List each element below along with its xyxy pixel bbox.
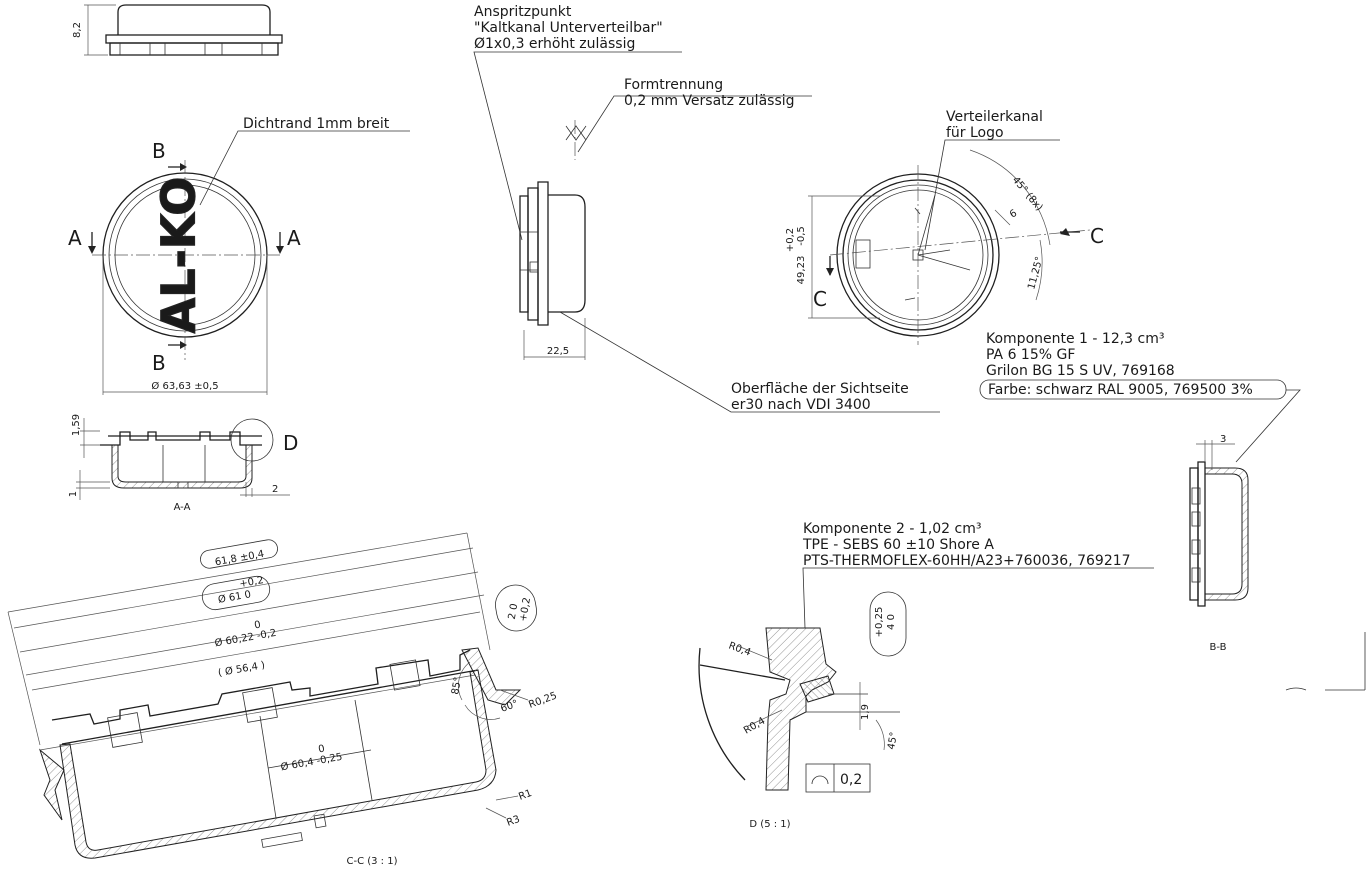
dim-profile-tol: 0,2: [840, 772, 862, 788]
dim-49-23: 49,23: [796, 256, 807, 285]
section-marker-c-left: C: [813, 287, 827, 311]
svg-text:Verteilerkanal: Verteilerkanal: [946, 109, 1043, 125]
detail-d: 1,9 45° +0,25 4 0 R0,4 R0,4 0,2 D (5 : 1…: [698, 567, 1154, 830]
svg-text:PA 6 15% GF: PA 6 15% GF: [986, 347, 1075, 363]
dim-61-8: 61,8 ±0,4: [214, 549, 265, 568]
svg-text:Farbe: schwarz RAL 9005, 76950: Farbe: schwarz RAL 9005, 769500 3%: [988, 382, 1253, 398]
dim-60-4: Ø 60,4 -0,25: [280, 751, 344, 774]
section-marker-c-right: C: [1090, 224, 1104, 248]
dim-r-3: R3: [505, 814, 521, 829]
view-label-c-c: C-C (3 : 1): [346, 856, 397, 867]
dim-61-main: Ø 61 0: [217, 588, 252, 606]
svg-text:er30 nach VDI 3400: er30 nach VDI 3400: [731, 397, 871, 413]
svg-text:Komponente 1 - 12,3 cm³: Komponente 1 - 12,3 cm³: [986, 331, 1164, 347]
dim-angle-85: 85°: [450, 676, 464, 695]
dim-2-main: 2 0: [507, 603, 521, 621]
dim-60-4-tol: 0: [317, 744, 325, 756]
dim-angle-11-25: 11,25°: [1026, 255, 1045, 290]
edge-fragment: [1285, 632, 1366, 691]
note-anspritzpunkt: Anspritzpunkt "Kaltkanal Unterverteilbar…: [474, 4, 663, 52]
dim-1: 1: [68, 491, 79, 497]
svg-text:0,2 mm Versatz zulässig: 0,2 mm Versatz zulässig: [624, 93, 795, 109]
middle-side-view: 22,5: [473, 51, 940, 413]
dim-r-0-4-b: R0,4: [742, 716, 767, 737]
dim-2-tol: +0,2: [518, 597, 533, 623]
section-marker-a-right: A: [287, 226, 301, 250]
svg-text:Ø1x0,3 erhöht zulässig: Ø1x0,3 erhöht zulässig: [474, 36, 635, 52]
dim-dia-63-63: Ø 63,63 ±0,5: [151, 380, 218, 392]
dim-60-22-tol: 0: [253, 620, 261, 632]
front-view: AL-KO Dichtrand 1mm breit B B A A Ø 63,6…: [68, 116, 410, 395]
section-a-a: D 1,59 1 2 A-A: [68, 414, 298, 513]
view-label-b-b: B-B: [1210, 642, 1227, 653]
top-side-view: 8,2: [72, 4, 283, 56]
dim-61-tol: +0,2: [239, 575, 265, 590]
svg-text:Anspritzpunkt: Anspritzpunkt: [474, 4, 572, 20]
dim-49-tol-minus: -0,5: [796, 226, 807, 246]
dim-56-4: ( Ø 56,4 ): [217, 659, 266, 679]
svg-text:PTS-THERMOFLEX-60HH/A23+760036: PTS-THERMOFLEX-60HH/A23+760036, 769217: [803, 553, 1131, 569]
section-marker-d: D: [283, 431, 298, 455]
dim-6: 6: [1008, 208, 1019, 221]
section-marker-a-left: A: [68, 226, 82, 250]
note-formtrennung: Formtrennung 0,2 mm Versatz zulässig: [624, 77, 795, 109]
note-verteilerkanal: Verteilerkanal für Logo: [946, 109, 1043, 141]
svg-text:Oberfläche der Sichtseite: Oberfläche der Sichtseite: [731, 381, 909, 397]
dim-angle-45-8x: 45° (8x): [1010, 175, 1045, 214]
svg-text:Formtrennung: Formtrennung: [624, 77, 723, 93]
dim-r-1: R1: [517, 788, 533, 803]
dim-4-tol: +0,25: [874, 607, 885, 638]
svg-text:TPE - SEBS 60 ±10 Shore A: TPE - SEBS 60 ±10 Shore A: [802, 537, 994, 553]
note-oberflaeche: Oberfläche der Sichtseite er30 nach VDI …: [731, 381, 909, 413]
logo-text: AL-KO: [152, 177, 206, 334]
dim-r-0-4-a: R0,4: [727, 640, 752, 658]
section-marker-b-bottom: B: [152, 351, 166, 375]
dim-angle-45-d: 45°: [886, 731, 900, 750]
note-dichtrand: Dichtrand 1mm breit: [243, 116, 390, 132]
view-label-d: D (5 : 1): [749, 819, 790, 830]
svg-text:"Kaltkanal Unterverteilbar": "Kaltkanal Unterverteilbar": [474, 20, 663, 36]
dim-4-main: 4 0: [886, 614, 897, 630]
svg-text:Komponente 2 - 1,02 cm³: Komponente 2 - 1,02 cm³: [803, 521, 981, 537]
note-komponente-2: Komponente 2 - 1,02 cm³ TPE - SEBS 60 ±1…: [802, 521, 1131, 569]
dim-22-5: 22,5: [547, 346, 569, 357]
note-komponente-1: Komponente 1 - 12,3 cm³ PA 6 15% GF Gril…: [979, 331, 1301, 463]
dim-49-tol-plus: +0,2: [785, 228, 796, 252]
dim-r-0-25: R0,25: [527, 690, 558, 710]
rear-view: C C 49,23 +0,2 -0,5 6 45° (8x) 11,25°: [785, 139, 1104, 345]
dim-1-59: 1,59: [71, 414, 82, 436]
section-marker-b-top: B: [152, 139, 166, 163]
section-b-b: 3 B-B: [1189, 434, 1249, 653]
dim-3: 3: [1220, 434, 1226, 445]
section-c-c: 61,8 ±0,4 +0,2 Ø 61 0 0 Ø 60,22 -0,2 ( Ø…: [7, 532, 558, 867]
dim-1-9: 1,9: [860, 704, 871, 720]
svg-text:Grilon BG 15 S UV, 769168: Grilon BG 15 S UV, 769168: [986, 363, 1175, 379]
svg-text:für Logo: für Logo: [946, 125, 1004, 141]
view-label-a-a: A-A: [174, 502, 191, 513]
dim-height-8-2: 8,2: [72, 22, 83, 38]
dim-60-22: Ø 60,22 -0,2: [214, 627, 278, 650]
dim-2: 2: [272, 484, 278, 495]
